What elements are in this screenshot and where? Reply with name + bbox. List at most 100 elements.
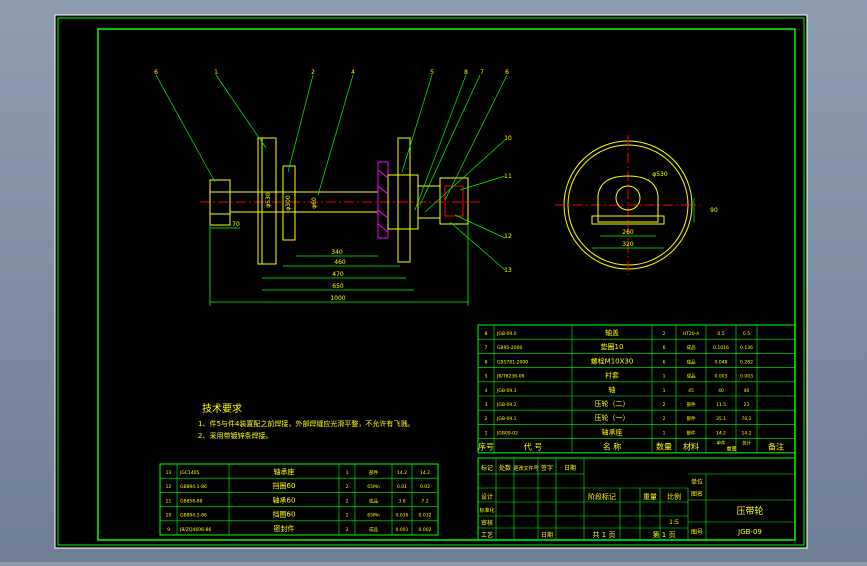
bom-left-cell-no: 10 xyxy=(166,513,172,519)
title-block-scale-label: 比例 xyxy=(667,492,681,501)
title-block-drawing-name: 压带轮 xyxy=(736,505,763,517)
bom-left-cell-name: 挡圈60 xyxy=(273,481,296,490)
sheet-background xyxy=(54,14,808,549)
bom-left-cell-mat: 成品 xyxy=(369,497,378,504)
bom-right-cell-w1: 0.1016 xyxy=(713,345,729,351)
bom-left-cell-mat: 65Mn xyxy=(367,513,380,519)
bom-left-cell-mat: 部件 xyxy=(369,469,378,476)
bom-right-header-weight: 重量 xyxy=(726,446,736,453)
balloon-6: 8 xyxy=(464,69,468,76)
bom-right-cell-w1: 0.003 xyxy=(715,374,728,380)
title-block-code-label: 图号 xyxy=(691,529,703,536)
balloon-labels: 6 1 2 4 5 8 7 6 10 11 12 13 xyxy=(154,69,512,274)
title-block-check: 审核 xyxy=(481,519,493,527)
title-block-mark: 标记 xyxy=(481,464,493,472)
bom-right-cell-code: JB/T6236-06 xyxy=(496,374,525,380)
bom-left-cell-name: 密封件 xyxy=(274,524,295,533)
bom-right-cell-w1: 0.5 xyxy=(717,331,724,337)
balloon-8: 6 xyxy=(505,69,509,76)
bom-right-cell-code: JGB-09.0 xyxy=(496,331,517,337)
bom-right-cell-code: JGB-09.3 xyxy=(496,388,517,394)
side-view xyxy=(555,135,700,275)
front-dimensions xyxy=(209,224,469,306)
bom-left-cell-qty: 2 xyxy=(346,484,349,490)
bore-circle xyxy=(615,185,641,211)
title-block-drawing-code: JGB-09 xyxy=(737,528,762,536)
dim-460: 460 xyxy=(334,259,346,266)
bom-right-cell-code: GB5781-2000 xyxy=(497,359,528,365)
dim-470: 470 xyxy=(332,271,344,278)
bom-right-header-w1: 单件 xyxy=(717,440,726,447)
title-block-process: 工艺 xyxy=(481,531,493,539)
bom-right-cell-code: GB95-2000 xyxy=(497,345,523,351)
bom-right-header-no: 序号 xyxy=(478,442,494,452)
bom-left-cell-no: 13 xyxy=(166,470,172,476)
title-block-name-label: 图名 xyxy=(691,490,703,498)
bom-left-cell-name: 挡圈60 xyxy=(273,510,296,519)
bom-right-cell-w2: 23 xyxy=(744,402,750,408)
bom-right-header-name: 名 称 xyxy=(603,442,622,452)
title-block-stage: 阶段标记 xyxy=(588,492,616,501)
title-block-designer: 设计 xyxy=(481,493,493,501)
bom-right-cell-mat: 部件 xyxy=(687,429,696,436)
bom-right-cell-mat: 成品 xyxy=(687,344,696,351)
balloon-11: 12 xyxy=(504,233,512,240)
bom-left-cell-qty: 1 xyxy=(346,470,349,476)
title-block-scale: 1:5 xyxy=(669,519,679,526)
bom-right-cell-qty: 2 xyxy=(663,416,666,422)
balloon-1: 6 xyxy=(154,69,158,76)
bom-left-cell-w2: 14.2 xyxy=(420,470,430,476)
bom-right-header-code: 代 号 xyxy=(524,442,543,452)
dim-side-320: 320 xyxy=(622,241,634,248)
balloon-10: 11 xyxy=(504,173,512,180)
bom-left-cell-w1: 0.016 xyxy=(396,513,409,519)
bom-left-cell-code: GB894.2-86 xyxy=(180,513,207,519)
bom-right-cell-w1: 14.2 xyxy=(716,430,726,436)
bom-left-cell-qty: 2 xyxy=(346,527,349,533)
bom-left-cell-w1: 0.01 xyxy=(397,484,407,490)
outer-frame xyxy=(57,17,805,546)
bom-right-cell-mat: 部件 xyxy=(687,415,696,422)
bearing-housing xyxy=(439,177,469,225)
balloon-5: 5 xyxy=(430,69,434,76)
bom-left-cell-mat: 成品 xyxy=(369,526,378,533)
bom-left-cell-w2: 0.02 xyxy=(420,484,430,490)
bom-left-cell-name: 轴承60 xyxy=(273,495,296,504)
bom-right-cell-code: JGB09-02 xyxy=(496,430,518,436)
bom-right-cell-w2: 14.2 xyxy=(741,430,751,436)
bom-right-cell-mat: 成品 xyxy=(687,358,696,365)
bearing-block-outline xyxy=(597,175,659,223)
bom-right-cell-w1: 0.048 xyxy=(715,359,728,365)
bom-right-cell-name: 轴承座 xyxy=(602,427,623,436)
bom-right-cell-mat: HT20-A xyxy=(683,331,700,337)
bom-left-cell-code: JGC1405 xyxy=(179,470,200,476)
bom-left-cell-w1: 14.2 xyxy=(397,470,407,476)
balloon-9: 10 xyxy=(504,135,512,142)
bom-right-cell-w2: 0.003 xyxy=(740,374,753,380)
title-block-approve-date: 日期 xyxy=(541,531,553,539)
bom-right-cell-mat: 成品 xyxy=(687,373,696,380)
bom-right-cell-w1: 35.1 xyxy=(716,416,726,422)
press-wheel-two xyxy=(282,165,296,241)
dim-phi60: φ60 xyxy=(311,197,318,209)
front-dimension-texts: 70 340 460 470 650 1000 φ530 φ300 φ60 xyxy=(232,192,346,302)
leader-lines xyxy=(155,74,508,271)
bom-left-cell-code: GB894.1-86 xyxy=(180,484,207,490)
title-block-org-label: 单位 xyxy=(691,478,703,486)
bom-right-cell-name: 压轮（二） xyxy=(595,399,630,408)
bom-right-cell-no: 1 xyxy=(485,430,488,436)
bom-right-header-w2: 总计 xyxy=(742,440,751,447)
title-block-standard: 标准化 xyxy=(479,507,494,514)
bom-right-cell-w1: 40 xyxy=(718,388,724,394)
title-block: 标记处数更改文件号签字日期设计标准化审核工艺日期阶段标记重量比例1:5共 1 页… xyxy=(477,457,796,541)
notes-title: 技术要求 xyxy=(202,402,242,415)
bom-right-cell-qty: 2 xyxy=(663,402,666,408)
bom-right-header-qty: 数量 xyxy=(656,442,672,452)
bom-left-cell-no: 11 xyxy=(166,498,172,504)
technical-notes: 技术要求 1、件5与件4装置配之前焊接，外部焊缝应光滑平整，不允许有飞溅。 2、… xyxy=(198,402,414,440)
bom-right-cell-w2: 0.5 xyxy=(743,331,750,337)
